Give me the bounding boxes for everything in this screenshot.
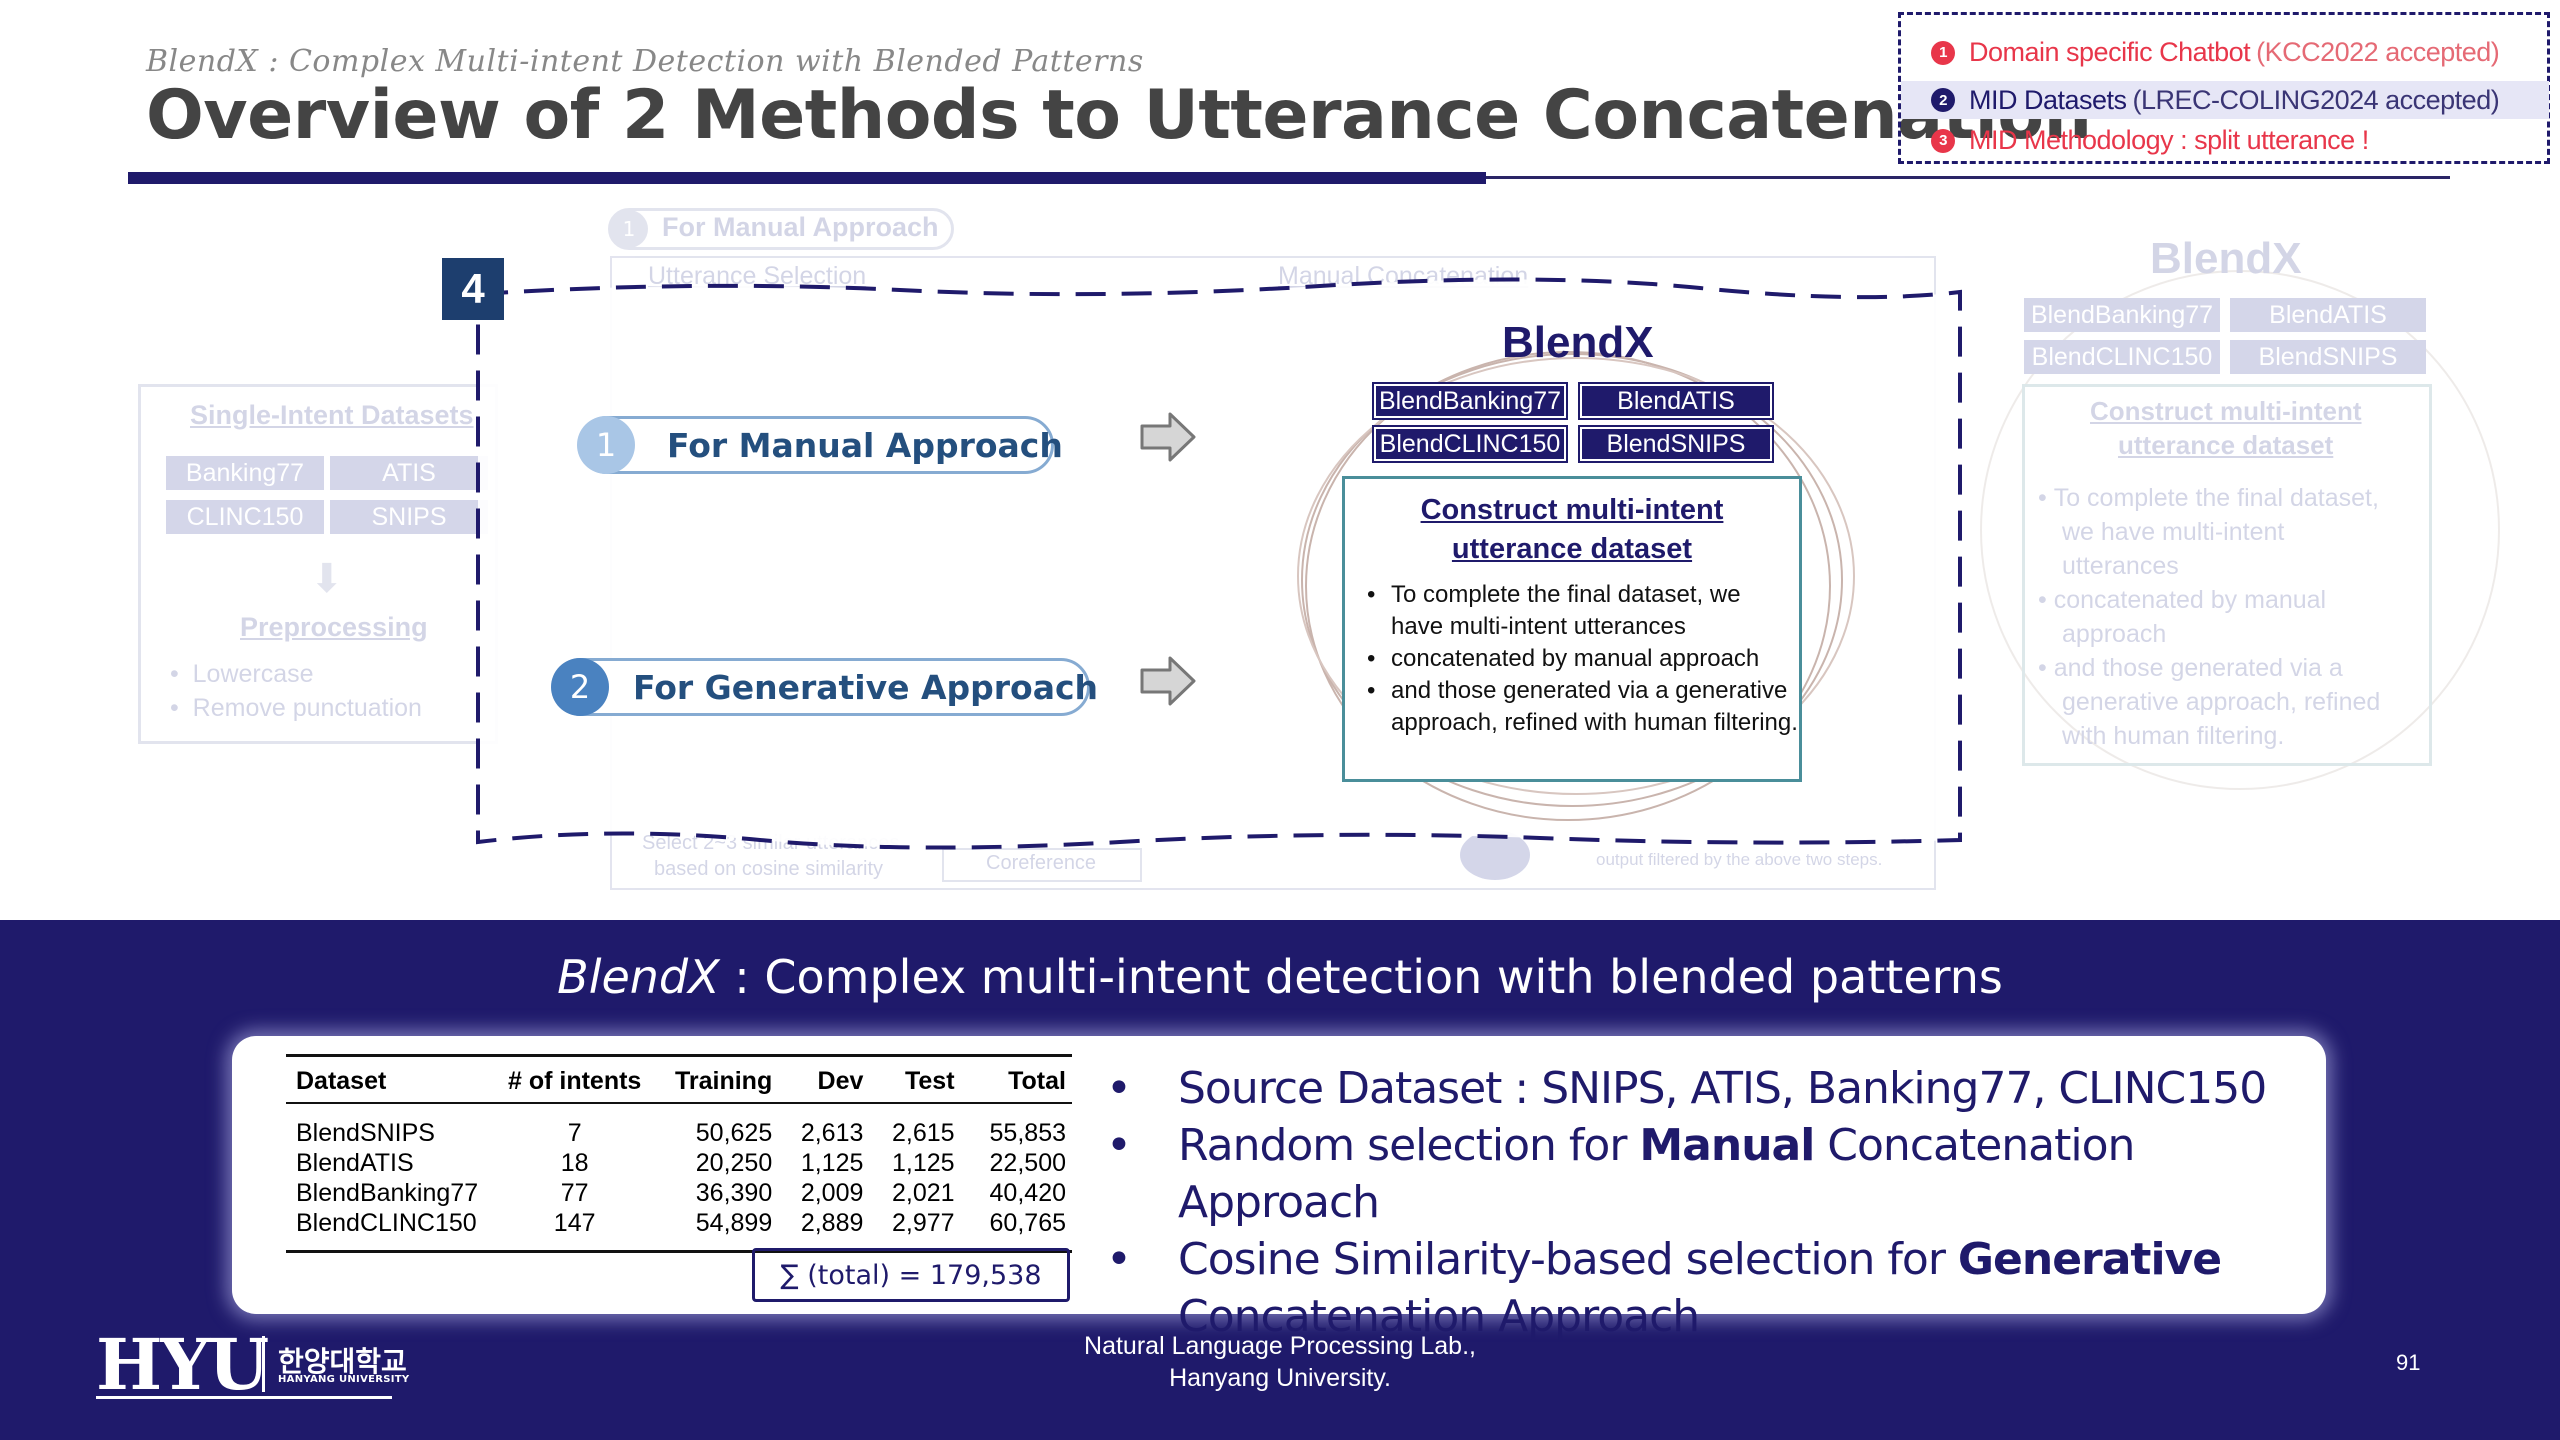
logo-english-name: HANYANG UNIVERSITY [278, 1374, 410, 1385]
faded-construct-line: • and those generated via a [2038, 654, 2343, 682]
logo-underline [96, 1396, 392, 1399]
presentation-subtitle: BlendX : Complex Multi-intent Detection … [146, 44, 1144, 79]
down-arrow-icon: ⬇ [310, 557, 344, 601]
construct-dataset-box: Construct multi-intent utterance dataset… [1342, 476, 1802, 782]
logo-divider [262, 1336, 265, 1392]
dataset-pill: ATIS [330, 456, 488, 490]
table-header: Dev [778, 1054, 870, 1104]
coreference-box [942, 848, 1142, 882]
agenda-label: MID Methodology : split utterance ! [1969, 125, 2369, 155]
manual-approach-pill: 1 For Manual Approach [577, 416, 1063, 474]
table-header: # of intents [494, 1054, 655, 1104]
table-header-row: Dataset # of intents Training Dev Test T… [286, 1054, 1072, 1104]
blend-atis-pill: BlendATIS [1580, 384, 1772, 418]
construct-item: To complete the final dataset, we have m… [1367, 579, 1799, 643]
dataset-pill: CLINC150 [166, 500, 324, 534]
faded-construct-line: • concatenated by manual [2038, 586, 2327, 614]
slide-title: Overview of 2 Methods to Utterance Conca… [146, 76, 2092, 155]
step-badge: 4 [442, 258, 504, 320]
approach-number: 1 [577, 416, 635, 474]
dataset-stats-table: Dataset # of intents Training Dev Test T… [286, 1054, 1072, 1253]
table-header: Training [654, 1054, 779, 1104]
faded-construct-line: we have multi-intent [2062, 518, 2285, 546]
faded-step1-label: For Manual Approach [662, 212, 939, 242]
band-title: BlendX : Complex multi-intent detection … [557, 950, 2003, 1004]
summary-bullet: Random selection for Manual Concatenatio… [1106, 1117, 2306, 1231]
faded-construct-line: • To complete the final dataset, [2038, 484, 2379, 512]
blend-dataset-pill: BlendATIS [2230, 298, 2426, 332]
agenda-note: (KCC2022 accepted) [2256, 37, 2500, 67]
faded-construct-line: approach [2062, 620, 2167, 648]
preprocessing-step: • Remove punctuation [170, 694, 422, 722]
page-number: 91 [2396, 1350, 2421, 1375]
blend-snips-pill: BlendSNIPS [1580, 427, 1772, 461]
filtered-note: output filtered by the above two steps. [1596, 850, 1883, 869]
dataset-pill: SNIPS [330, 500, 488, 534]
agenda-item-methodology: 3 MID Methodology : split utterance ! [1931, 125, 2369, 156]
agenda-number: 3 [1931, 128, 1955, 153]
preprocessing-step: • Lowercase [170, 660, 314, 688]
agenda-number: 2 [1931, 88, 1955, 112]
agenda-label: MID Datasets [1969, 84, 2127, 115]
construct-item: concatenated by manual approach [1367, 643, 1799, 675]
agenda-box: 1 Domain specific Chatbot (KCC2022 accep… [1898, 12, 2550, 164]
approach-label: For Manual Approach [667, 425, 1063, 465]
table-header: Test [869, 1054, 961, 1104]
blend-dataset-pill: BlendBanking77 [2024, 298, 2220, 332]
right-arrow-icon [1140, 656, 1196, 706]
decorative-circle [1980, 270, 2500, 790]
table-row: BlendBanking77 77 36,390 2,009 2,021 40,… [296, 1179, 1066, 1207]
total-count-box: ∑ (total) = 179,538 [752, 1248, 1070, 1302]
hyu-logo: HYU [96, 1323, 269, 1406]
blendx-title: BlendX [1502, 318, 1654, 367]
table-row: BlendCLINC150 147 54,899 2,889 2,977 60,… [286, 1208, 1072, 1253]
right-arrow-icon [1140, 412, 1196, 462]
faded-step1-number: 1 [610, 210, 648, 248]
construct-item: and those generated via a generative app… [1367, 675, 1799, 739]
construct-title: Construct multi-intent utterance dataset [1420, 494, 1724, 565]
coreference-label: Coreference [986, 852, 1097, 874]
agenda-number: 1 [1931, 40, 1955, 65]
blend-dataset-pill: BlendCLINC150 [2024, 340, 2220, 374]
agenda-note: (LREC-COLING2024 accepted) [2132, 84, 2500, 115]
lab-name: Natural Language Processing Lab., Hanyan… [1084, 1332, 1476, 1392]
faded-construct-line: utterances [2062, 552, 2179, 580]
summary-bullet: Source Dataset : SNIPS, ATIS, Banking77,… [1106, 1060, 2306, 1117]
blend-dataset-pill: BlendSNIPS [2230, 340, 2426, 374]
table-row: BlendATIS 18 20,250 1,125 1,125 22,500 [296, 1149, 1066, 1177]
table-header: Dataset [286, 1054, 495, 1104]
summary-bullets: Source Dataset : SNIPS, ATIS, Banking77,… [1106, 1060, 2306, 1345]
single-intent-title: Single-Intent Datasets [190, 400, 474, 430]
faded-construct-title: utterance dataset [2118, 430, 2334, 460]
approach-number: 2 [551, 658, 609, 716]
construct-list: To complete the final dataset, we have m… [1367, 579, 1799, 739]
agenda-item-chatbot: 1 Domain specific Chatbot (KCC2022 accep… [1931, 37, 2500, 68]
faded-construct-box [2022, 384, 2432, 766]
title-underline-thin [1486, 176, 2450, 179]
table-header: Total [960, 1054, 1072, 1104]
table-row: BlendSNIPS 7 50,625 2,613 2,615 55,853 [296, 1119, 1066, 1147]
faded-construct-line: with human filtering. [2062, 722, 2285, 750]
agenda-item-mid-datasets: 2 MID Datasets (LREC-COLING2024 accepted… [1901, 81, 2549, 119]
blend-clinc150-pill: BlendCLINC150 [1374, 427, 1566, 461]
summary-bullet: Cosine Similarity-based selection for Ge… [1106, 1231, 2306, 1345]
blend-banking77-pill: BlendBanking77 [1374, 384, 1566, 418]
similar-note: based on cosine similarity [654, 858, 883, 880]
faded-step1-pill [608, 208, 954, 250]
faded-blendx-title: BlendX [2150, 234, 2302, 283]
faded-construct-title: Construct multi-intent [2090, 396, 2362, 426]
preprocessing-title: Preprocessing [240, 612, 428, 642]
approach-label: For Generative Approach [633, 667, 1099, 707]
title-underline [128, 172, 1486, 184]
logo-korean-name: 한양대학교 [278, 1345, 407, 1378]
faded-construct-line: generative approach, refined [2062, 688, 2381, 716]
dashed-highlight-frame [476, 277, 1962, 850]
dataset-pill: Banking77 [166, 456, 324, 490]
generative-approach-pill: 2 For Generative Approach [551, 658, 1098, 716]
agenda-label: Domain specific Chatbot [1969, 37, 2251, 67]
